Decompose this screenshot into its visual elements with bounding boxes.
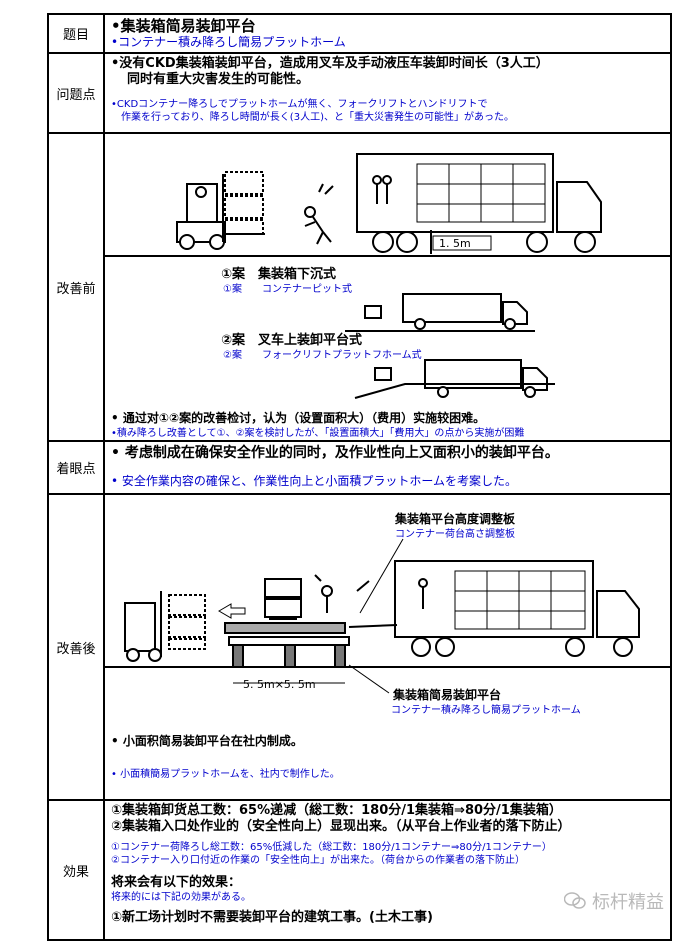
case1-jp: ①案 コンテナーピット式 [223,282,352,295]
row-label-problem: 问题点 [47,52,105,134]
wechat-icon [564,892,586,909]
forklift-illustration [176,174,265,250]
row-label-after: 改善後 [47,493,105,801]
adjust-plate-jp: コンテナー荷台高さ調整板 [395,527,515,540]
after-truck-illustration [348,560,640,657]
dimension-label: 5. 5m×5. 5m [233,678,345,691]
effect-cn-1: ①集装箱卸货总工数：65%递减（総工数：180分/1集装箱⇒80分/1集装箱） [111,803,562,818]
platform-illustration [224,578,350,668]
problem-cn-2: 同时有重大灾害发生的可能性。 [127,72,310,87]
row-problem: 问题点 •没有CKD集装箱装卸平台，造成用叉车及手动液压车装卸时间长（3人工） … [47,52,672,134]
after-worker-illustration [314,574,370,613]
case2-jp: ②案 フォークリフトプラットフホーム式 [223,348,422,361]
effect-future-cn: 将来会有以下的效果： [111,875,242,890]
stacked-boxes-illustration [224,171,264,235]
height-tag: 1. 5m [439,237,471,250]
case2-cn: ②案 叉车上装卸平台式 [221,332,362,348]
row-title: 题目 •集装箱简易装卸平台 •コンテナー積み降ろし簡易プラットホーム [47,13,672,54]
title-jp: •コンテナー積み降ろし簡易プラットホーム [111,35,346,49]
platform-dimension: 5. 5m×5. 5m [243,678,316,691]
platform-jp: コンテナー積み降ろし簡易プラットホーム [391,703,581,716]
problem-jp-2: 作業を行っており、降ろし時間が長く(3人工)、と「重大災害発生の可能性」があった… [121,112,514,123]
case1-cn: ①案 集装箱下沉式 [221,266,336,282]
problem-jp-1: •CKDコンテナー降ろしでプラットホームが無く、フォークリフトとハンドリフトで [111,99,488,110]
row-effect: 効果 ①集装箱卸货总工数：65%递减（総工数：180分/1集装箱⇒80分/1集装… [47,799,672,941]
effect-jp-1: ①コンテナー荷降ろし総工数：65%低減した（総工数：180分/1コンテナー⇒80… [111,842,552,853]
platform-cn: 集装箱简易装卸平台 [392,687,501,702]
effect-future-1-cn: ①新工场计划时不需要装卸平台的建筑工事。(土木工事) [111,910,433,925]
falling-worker-illustration [304,183,334,245]
before-conclusion-cn: • 通过对①②案的改善检讨，认为（设置面积大）（费用）实施较困难。 [111,410,485,425]
row-label-effect: 効果 [47,799,105,941]
effect-future-jp: 将来的には下記の効果がある。 [111,892,251,903]
after-note-cn: • 小面积简易装卸平台在社内制成。 [111,733,303,748]
focus-cn: • 考虑制成在确保安全作业的同时，及作业性向上又面积小的装卸平台。 [111,445,559,461]
case1-pit-illustration [345,293,535,332]
after-note-jp: • 小面積簡易プラットホームを、社内で制作した。 [111,767,340,780]
row-label-focus: 着眼点 [47,440,105,495]
problem-cn-1: •没有CKD集装箱装卸平台，造成用叉车及手动液压车装卸时间长（3人工） [111,56,549,71]
arrow-left-icon [218,603,246,619]
after-boxes-illustration [168,594,206,650]
row-focus: 着眼点 • 考虑制成在确保安全作业的同时，及作业性向上又面积小的装卸平台。 • … [47,440,672,495]
after-illustration: 集装箱平台高度调整板 コンテナー荷台高さ調整板 [105,511,670,780]
adjust-plate-cn: 集装箱平台高度调整板 [394,511,516,526]
watermark-text: 标杆精益 [592,892,664,913]
effect-jp-2: ②コンテナー入り口付近の作業の「安全性向上」が出来た。（荷台からの作業者の落下防… [111,855,525,866]
before-conclusion-jp: •積み降ろし改善として①、②案を検討したが、「設置面積大」「費用大」の点から実施… [111,426,524,439]
kaizen-table: 题目 •集装箱简易装卸平台 •コンテナー積み降ろし簡易プラットホーム 问题点 •… [47,13,672,941]
row-label-title: 题目 [47,13,105,54]
focus-jp: • 安全作業内容の確保と、作業性向上と小面積プラットホームを考案した。 [111,474,518,488]
row-label-before: 改善前 [47,132,105,442]
watermark: 标杆精益 [564,888,664,914]
case2-forklift-platform-illustration [354,359,555,399]
after-forklift-illustration [124,591,162,662]
effect-cn-2: ②集装箱入口处作业的（安全性向上）显现出来。（从平台上作业者的落下防止） [111,819,571,834]
row-after: 改善後 集装箱平台高度调整板 コンテナー荷台高さ調整板 [47,493,672,801]
truck-illustration [356,153,602,254]
title-cn: •集装箱简易装卸平台 [111,17,256,35]
before-illustration: 1. 5m ①案 集装箱下沉式 ①案 コンテナーピット式 ②案 叉车上装卸平台式… [105,153,670,439]
height-label: 1. 5m [432,235,492,251]
row-before: 改善前 [47,132,672,442]
